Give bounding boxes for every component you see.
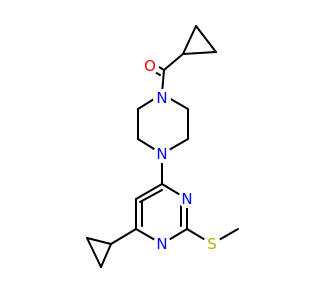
bond — [86, 237, 112, 245]
atom-nitrogen-piperazine-1: N — [153, 89, 171, 107]
atom-oxygen: O — [141, 57, 159, 75]
atom-nitrogen-pyrimidine-1: N — [153, 235, 171, 253]
bond — [182, 51, 217, 55]
atom-label-N: N — [156, 89, 167, 107]
atom-label-N: N — [156, 235, 167, 253]
bond — [182, 25, 197, 55]
atom-nitrogen-piperazine-4: N — [153, 145, 171, 163]
atom-sulfur: S — [203, 235, 221, 253]
bond — [110, 228, 137, 245]
bond — [139, 189, 163, 203]
atom-label-N: N — [156, 145, 167, 163]
bond — [163, 53, 184, 71]
bond — [86, 237, 102, 268]
bond — [135, 183, 163, 200]
atom-nitrogen-pyrimidine-3: N — [178, 190, 196, 208]
atom-label-S: S — [207, 235, 217, 253]
bond — [100, 243, 112, 268]
bond — [195, 25, 217, 53]
atom-label-O: O — [144, 57, 156, 75]
molecule-diagram: O N N N N S — [86, 25, 239, 268]
atom-label-N: N — [181, 190, 192, 208]
